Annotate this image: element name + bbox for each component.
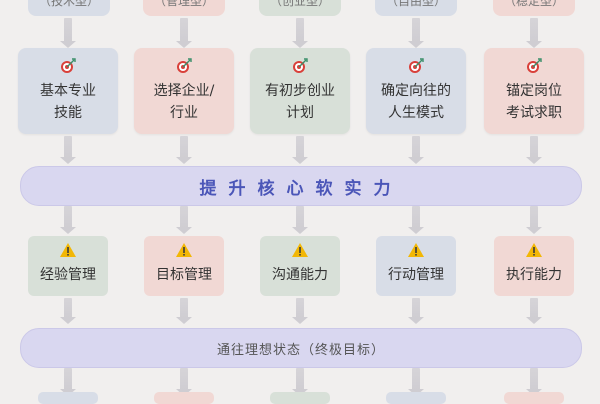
arrow-top-5	[526, 18, 542, 48]
arrow-low-3	[292, 206, 308, 234]
arrow-mid-3	[292, 136, 308, 164]
arrow-low-1	[60, 206, 76, 234]
category-pill-management: （管理型）	[143, 0, 225, 16]
bottom-card-stub-1	[38, 392, 98, 404]
goal-card-1: 基本专业 技能	[18, 48, 118, 134]
arrow-bottom-5	[526, 368, 542, 396]
core-soft-skills-band: 提升核心软实力	[20, 166, 582, 206]
category-pill-technical: （技术型）	[28, 0, 110, 16]
warning-icon	[526, 243, 542, 257]
goal-card-3: 有初步创业 计划	[250, 48, 350, 134]
arrow-top-4	[408, 18, 424, 48]
arrow-low-4	[408, 206, 424, 234]
skill-label: 经验管理	[40, 267, 96, 283]
skill-card-5: 执行能力	[494, 236, 574, 296]
ultimate-goal-band: 通往理想状态（终极目标）	[20, 328, 582, 368]
arrow-skill-4	[408, 298, 424, 324]
bottom-card-stub-4	[386, 392, 446, 404]
skill-card-1: 经验管理	[28, 236, 108, 296]
arrow-skill-3	[292, 298, 308, 324]
skill-card-3: 沟通能力	[260, 236, 340, 296]
bottom-card-stub-5	[504, 392, 564, 404]
target-icon	[527, 58, 542, 73]
warning-icon	[60, 243, 76, 257]
skill-label: 行动管理	[388, 267, 444, 283]
target-icon	[177, 58, 192, 73]
band-title: 提升核心软实力	[199, 178, 403, 199]
bottom-card-stub-2	[154, 392, 214, 404]
arrow-mid-1	[60, 136, 76, 164]
arrow-mid-5	[526, 136, 542, 164]
target-icon	[293, 58, 308, 73]
arrow-bottom-3	[292, 368, 308, 396]
goal-card-label: 有初步创业 计划	[265, 83, 335, 121]
arrow-skill-5	[526, 298, 542, 324]
arrow-skill-1	[60, 298, 76, 324]
category-pill-startup: （创业型）	[259, 0, 341, 16]
warning-icon	[408, 243, 424, 257]
skill-label: 执行能力	[506, 267, 562, 283]
arrow-skill-2	[176, 298, 192, 324]
arrow-top-1	[60, 18, 76, 48]
target-icon	[61, 58, 76, 73]
target-icon	[409, 58, 424, 73]
arrow-mid-4	[408, 136, 424, 164]
goal-card-label: 选择企业/ 行业	[153, 83, 215, 121]
skill-label: 目标管理	[156, 267, 212, 283]
goal-card-4: 确定向往的 人生模式	[366, 48, 466, 134]
arrow-bottom-2	[176, 368, 192, 396]
category-pill-stable: （稳定型）	[493, 0, 575, 16]
goal-card-label: 确定向往的 人生模式	[381, 83, 451, 121]
goal-card-5: 锚定岗位 考试求职	[484, 48, 584, 134]
skill-card-2: 目标管理	[144, 236, 224, 296]
arrow-bottom-1	[60, 368, 76, 396]
warning-icon	[292, 243, 308, 257]
skill-card-4: 行动管理	[376, 236, 456, 296]
goal-card-label: 锚定岗位 考试求职	[506, 83, 562, 121]
category-pill-freedom: （自由型）	[375, 0, 457, 16]
arrow-bottom-4	[408, 368, 424, 396]
arrow-top-2	[176, 18, 192, 48]
arrow-low-5	[526, 206, 542, 234]
arrow-mid-2	[176, 136, 192, 164]
arrow-low-2	[176, 206, 192, 234]
arrow-top-3	[292, 18, 308, 48]
bottom-card-stub-3	[270, 392, 330, 404]
goal-card-label: 基本专业 技能	[40, 83, 96, 121]
skill-label: 沟通能力	[272, 267, 328, 283]
goal-card-2: 选择企业/ 行业	[134, 48, 234, 134]
warning-icon	[176, 243, 192, 257]
band-title: 通往理想状态（终极目标）	[216, 342, 385, 358]
